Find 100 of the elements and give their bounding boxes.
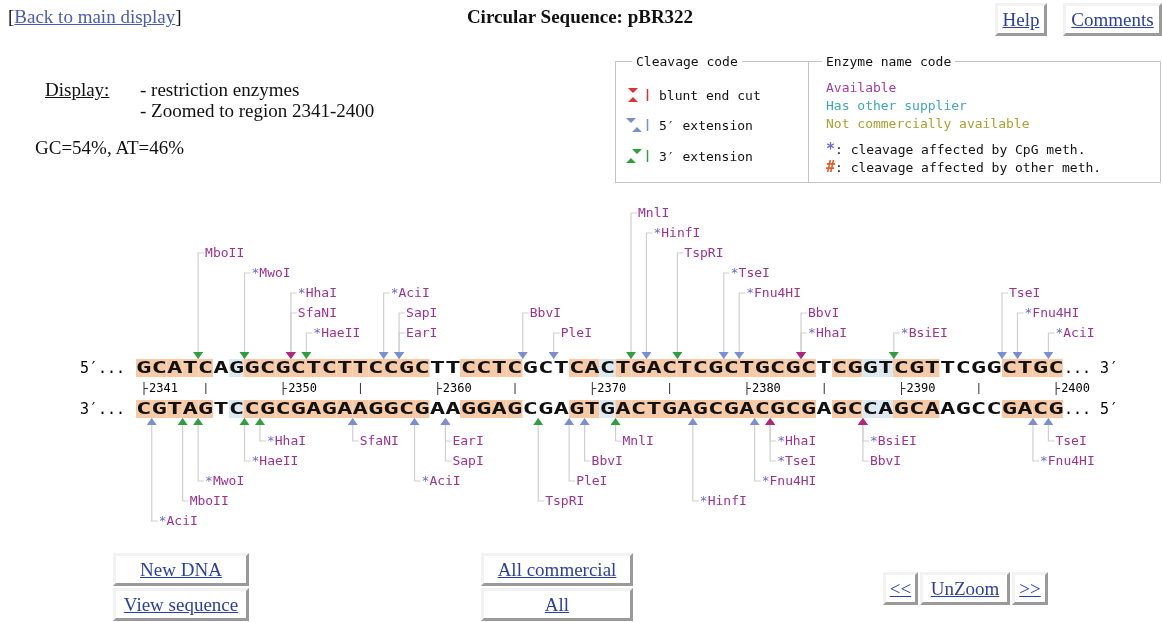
gc-content: GC=54%, AT=46% [35,137,185,159]
enzyme-label: PleI [560,325,592,341]
enzyme-label: BbvI [529,305,562,321]
enzyme-label: TspRI [545,493,585,509]
all-commercial-button: All commercial [481,553,633,586]
leader-line [579,417,592,462]
dna-sequence: GCATCAGGCGCTCTTCCGCTTCCTCGCTCACTGACTCGCTGCGCTCGGTCGTTCGGCTGC [136,359,1064,377]
leader-line [796,332,808,360]
enzyme-label: *Fnu4HI [761,473,817,489]
position-label: 2350 [288,381,318,395]
help-button: Help [995,3,1047,36]
enzyme-label: *BsiEI [900,325,948,341]
leader-line [888,332,901,360]
leader-line [193,417,205,482]
leader-line [1043,417,1055,442]
leader-line [146,417,159,522]
leader-line [857,417,870,462]
enzyme-label: BbvI [591,453,623,469]
enzyme-label: *Fnu4HI [1024,305,1080,321]
leader-line [1012,312,1025,360]
enzyme-label: SfaNI [297,305,337,321]
enzyme-label: *MwoI [251,265,291,281]
leader-line [734,292,746,360]
bracket: [ [8,6,15,28]
legend-text: *: cleavage affected by CpG meth. [826,141,1086,158]
enzyme-label: *Fnu4HI [1039,453,1095,469]
legend-text: Has other supplier [826,97,967,114]
leader-line [749,417,762,482]
enzyme-label: *Fnu4HI [746,285,801,301]
unzoom-button: UnZoom [920,572,1010,605]
leader-line [1043,332,1055,360]
enzyme-label: PleI [576,473,608,489]
leader-line [564,417,576,482]
enzyme-label: *HaeII [251,453,299,469]
enzyme-label: *TseI [777,453,817,469]
enzyme-label: EarI [406,325,438,341]
legend-text: Not commercially available [826,115,1030,132]
enzyme-label: *AciI [158,513,198,529]
leader-line [239,417,252,462]
leader-line [626,212,638,360]
legend-text: 5′ extension [659,117,753,134]
legend-text: #: cleavage affected by other meth. [826,159,1102,176]
all-button: All [481,588,633,621]
view-sequence-button: View sequence [113,588,249,621]
strand-end-label: ... 3′ [1064,359,1119,377]
leader-line [533,417,545,502]
leader-line [394,332,406,360]
comments-button: Comments [1063,3,1162,36]
position-label: 2390 [906,381,936,395]
previous-button: << [883,572,918,605]
position-label: 2341 [149,381,178,395]
display-heading: Display: [45,79,110,101]
bracket: ] [175,6,182,28]
leader-line [177,417,190,502]
leader-line [347,417,360,442]
leader-line [440,417,453,462]
enzyme-label: *HaeII [313,325,361,341]
enzyme-label: BbvI [869,453,902,469]
enzyme-label: *HhaI [808,325,848,341]
enzyme-label: *BsiEI [869,433,917,449]
enzyme-label: *AciI [1055,325,1095,341]
leader-line [239,272,252,360]
enzyme-label: TseI [1009,285,1041,301]
enzyme-label: SapI [452,453,484,469]
enzyme-label: MnlI [638,205,670,221]
position-label: 2360 [442,381,472,395]
next-button: >> [1012,572,1048,605]
enzyme-label: *AciI [421,473,461,489]
leader-line [517,312,530,360]
enzyme-label: MnlI [622,433,654,449]
leader-line [1027,417,1040,462]
enzyme-label: *TseI [730,265,770,281]
legend-title: Enzyme name code [822,53,956,70]
enzyme-label: *MwoI [205,473,245,489]
enzyme-label: *HhaI [777,433,817,449]
enzyme-label: SfaNI [359,433,399,449]
position-label: 2400 [1061,381,1091,395]
leader-line [378,292,391,360]
leader-line [285,312,298,360]
page-title: Circular Sequence: pBR322 [466,6,694,28]
legend-text: 3′ extension [659,148,753,165]
leader-line [641,232,654,360]
enzyme-label: SapI [406,305,438,321]
enzyme-label: BbvI [808,305,840,321]
enzyme-label: MboII [189,493,229,509]
leader-line [193,252,205,360]
leader-line [997,292,1009,360]
dna-sequence: CGTAGTCCGCGAGAAGGCGAAGGAGCGAGTGACTGAGCGACGCGAGCCAGCAAGCCGACG [136,400,1064,418]
enzyme-label: EarI [452,433,484,449]
display-option: - Zoomed to region 2341-2400 [140,100,375,122]
new-dna-button: New DNA [113,553,249,586]
enzyme-label: *HhaI [297,285,337,301]
enzyme-label: *HinfI [653,225,701,241]
position-label: 2370 [597,381,627,395]
legend-text: blunt end cut [659,87,761,104]
leader-line [409,417,422,482]
strand-end-label: 5′... [80,359,126,377]
leader-line [765,417,777,462]
enzyme-label: TseI [1055,433,1087,449]
back-link: Back to main display [14,6,176,28]
